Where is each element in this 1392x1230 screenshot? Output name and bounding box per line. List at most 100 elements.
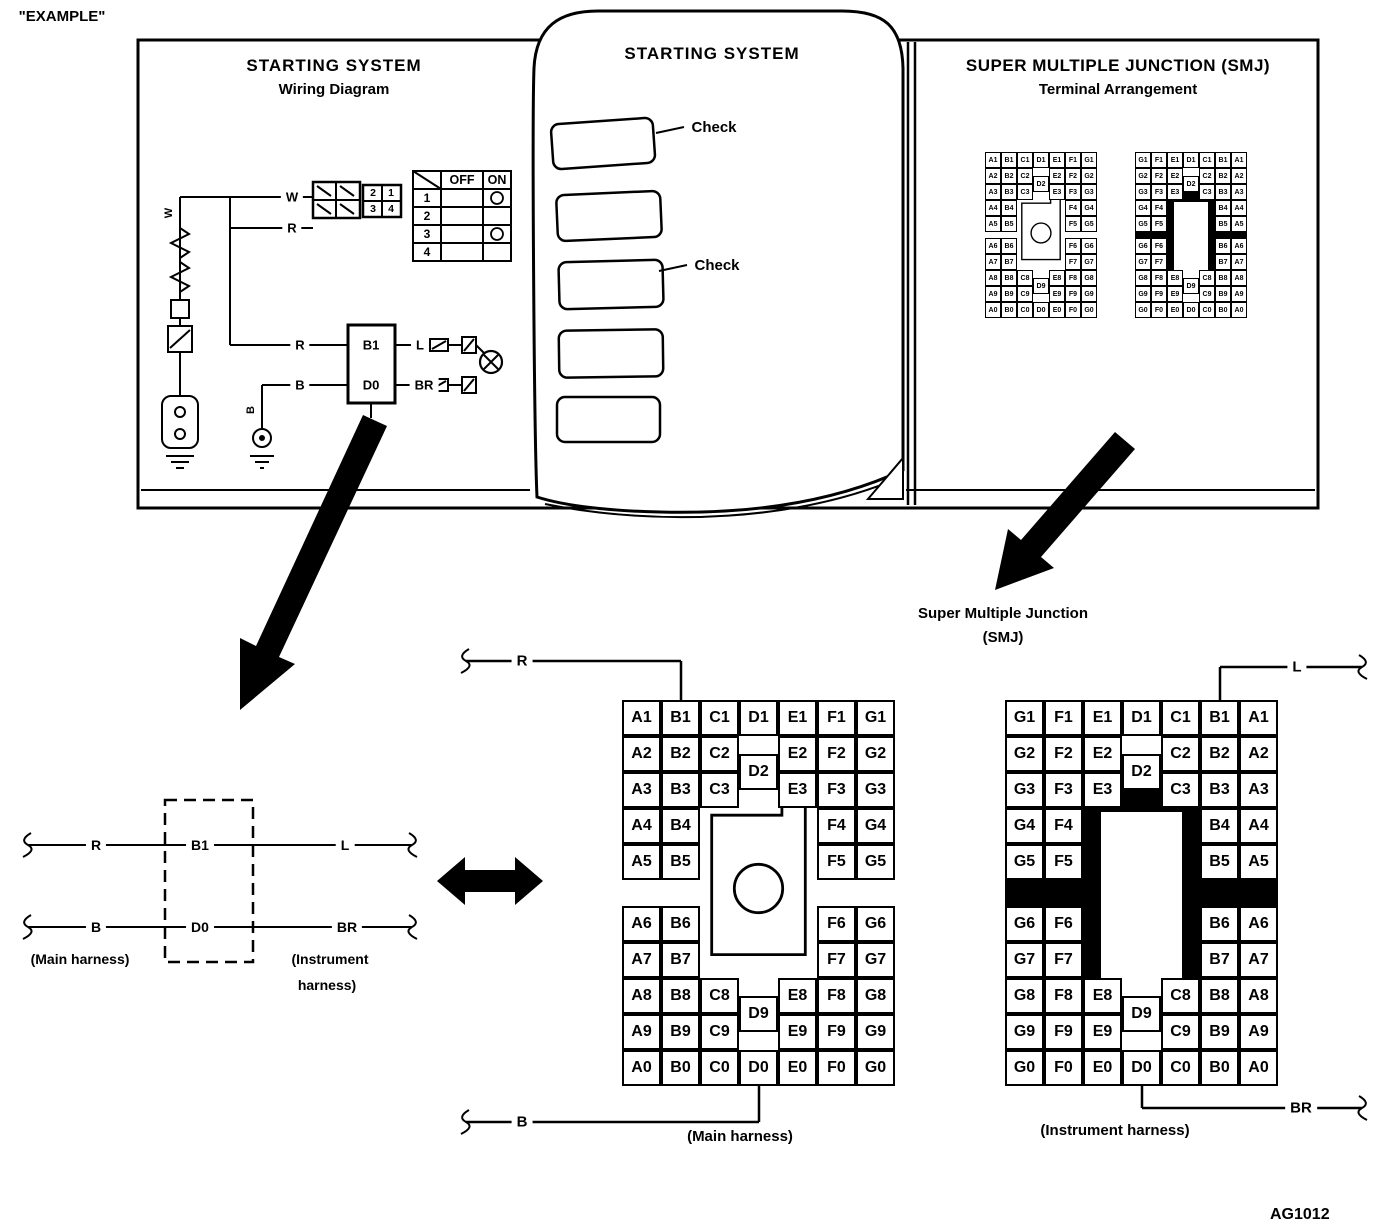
terminal-cell: C8 (700, 978, 739, 1014)
schematic-art (22, 798, 418, 964)
terminal-cell: A3 (985, 184, 1001, 200)
terminal-cell: C1 (1017, 152, 1033, 168)
middle-page-title: STARTING SYSTEM (624, 44, 800, 63)
terminal-cell: E2 (1049, 168, 1065, 184)
terminal-cell: B6 (1200, 906, 1239, 942)
schematic-term-d0: D0 (186, 919, 214, 935)
book-spine (906, 42, 917, 505)
terminal-cell: A7 (622, 942, 661, 978)
terminal-cell: A8 (985, 270, 1001, 286)
terminal-cell: E3 (1083, 772, 1122, 808)
terminal-cell: C3 (700, 772, 739, 808)
wire-label-br: BR (409, 377, 439, 393)
terminal-cell: A9 (985, 286, 1001, 302)
connector-box-b1-d0 (346, 323, 397, 405)
terminal-cell: D0 (739, 1050, 778, 1086)
terminal-cell: D0 (1183, 302, 1199, 318)
terminal-cell: B5 (1215, 216, 1231, 232)
right-page-subtitle: Terminal Arrangement (1038, 81, 1198, 98)
lamp-symbol (478, 349, 504, 375)
terminal-cell: G6 (856, 906, 895, 942)
table-row-label: 1 (423, 191, 431, 205)
terminal-cell: B6 (1001, 238, 1017, 254)
table-row-label: 3 (423, 227, 431, 241)
terminal-cell: B1 (1001, 152, 1017, 168)
terminal-cell: F5 (817, 844, 856, 880)
terminal-cell: A5 (985, 216, 1001, 232)
terminal-symbol (252, 428, 272, 448)
terminal-cell: F3 (1065, 184, 1081, 200)
main-grid-caption: (Main harness) (687, 1128, 793, 1145)
terminal-cell: B2 (661, 736, 700, 772)
terminal-cell: A3 (1239, 772, 1278, 808)
terminal-cell: B0 (661, 1050, 700, 1086)
terminal-cell: A4 (1239, 808, 1278, 844)
figure-id: AG1012 (1270, 1206, 1330, 1223)
terminal-cell: A5 (1231, 216, 1247, 232)
terminal-cell: G2 (1135, 168, 1151, 184)
table-row-label: 2 (423, 209, 431, 223)
terminal-cell: A1 (1231, 152, 1247, 168)
terminal-cell: F0 (1044, 1050, 1083, 1086)
terminal-cell: A2 (622, 736, 661, 772)
terminal-cell: A3 (622, 772, 661, 808)
terminal-cell: C3 (1199, 184, 1215, 200)
terminal-cell: C0 (1161, 1050, 1200, 1086)
table-header-off: OFF (449, 173, 475, 187)
terminal-cell: F2 (1044, 736, 1083, 772)
terminal-cell: B9 (1200, 1014, 1239, 1050)
terminal-cell: G4 (856, 808, 895, 844)
terminal-cell: B6 (1215, 238, 1231, 254)
terminal-cell: A4 (1231, 200, 1247, 216)
terminal-cell: C8 (1199, 270, 1215, 286)
terminal-cell: B0 (1001, 302, 1017, 318)
terminal-cell: G1 (1081, 152, 1097, 168)
terminal-cell: D9 (1122, 996, 1161, 1032)
list-box (557, 258, 665, 311)
terminal-cell: G9 (1081, 286, 1097, 302)
terminal-cell: F4 (817, 808, 856, 844)
terminal-cell: F2 (1151, 168, 1167, 184)
instrument-grid-caption: (Instrument harness) (1040, 1122, 1190, 1139)
arrow-to-schematic (240, 415, 387, 710)
page-curl (865, 455, 904, 500)
terminal-cell: A8 (1239, 978, 1278, 1014)
wire-label-r: R (282, 220, 302, 236)
terminal-cell: C0 (1017, 302, 1033, 318)
wire-label-r2: R (290, 337, 310, 353)
terminal-cell: G9 (1135, 286, 1151, 302)
terminal-cell: G8 (1005, 978, 1044, 1014)
terminal-cell: B8 (661, 978, 700, 1014)
terminal-cell: D2 (1122, 754, 1161, 790)
wire-label-l: L (411, 337, 429, 353)
terminal-cell: A7 (1239, 942, 1278, 978)
battery-symbol (161, 395, 199, 449)
terminal-cell: G5 (856, 844, 895, 880)
terminal-cell: B3 (661, 772, 700, 808)
terminal-cell: E0 (1083, 1050, 1122, 1086)
schematic-wire-b: B (85, 919, 107, 935)
terminal-cell: D1 (1183, 152, 1199, 168)
terminal-cell: G0 (1005, 1050, 1044, 1086)
terminal-cell: F4 (1151, 200, 1167, 216)
terminal-cell: F8 (1151, 270, 1167, 286)
terminal-cell: E3 (778, 772, 817, 808)
terminal-cell: G6 (1081, 238, 1097, 254)
terminal-cell: G0 (1081, 302, 1097, 318)
terminal-cell: G9 (1005, 1014, 1044, 1050)
example-label: "EXAMPLE" (18, 8, 106, 25)
terminal-cell: D9 (1033, 278, 1049, 294)
terminal-cell: G7 (1081, 254, 1097, 270)
terminal-cell: G7 (1005, 942, 1044, 978)
terminal-cell: G3 (856, 772, 895, 808)
terminal-cell: F5 (1044, 844, 1083, 880)
terminal-cell: E1 (778, 700, 817, 736)
terminal-cell: E9 (1167, 286, 1183, 302)
left-page-title: STARTING SYSTEM (246, 56, 422, 75)
terminal-cell: C9 (700, 1014, 739, 1050)
continuity-table (412, 170, 512, 262)
terminal-cell: E8 (1167, 270, 1183, 286)
terminal-cell: F3 (1044, 772, 1083, 808)
